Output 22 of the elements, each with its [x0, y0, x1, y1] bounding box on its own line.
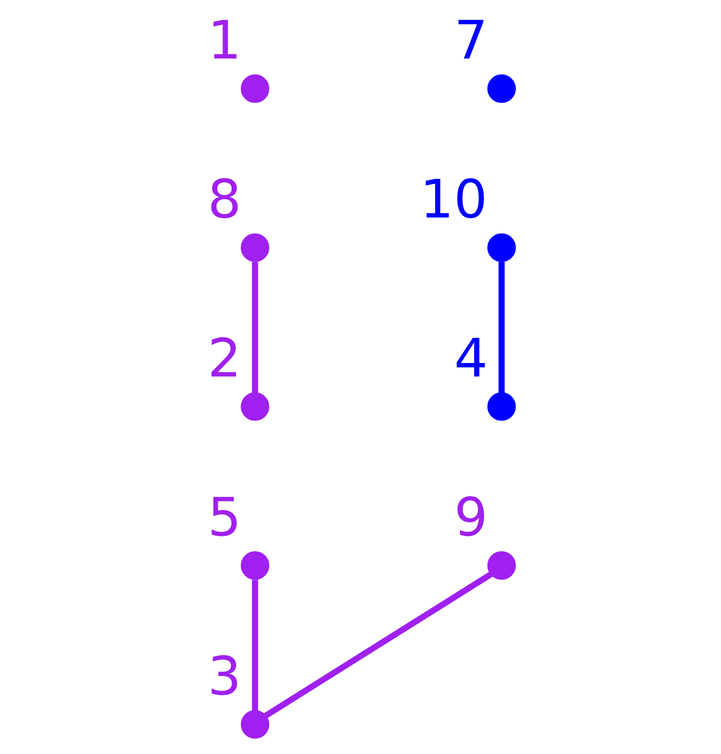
connector	[498, 262, 504, 393]
node-label: 7	[454, 10, 488, 72]
node-circle	[486, 551, 516, 580]
connector	[251, 262, 258, 393]
node-circle	[486, 392, 516, 421]
node-label: 3	[207, 646, 241, 708]
node-circle	[240, 710, 269, 739]
node-circle	[486, 233, 516, 262]
node-label: 4	[454, 328, 488, 390]
node-circle	[486, 74, 516, 103]
node-label: 5	[207, 488, 241, 549]
node-circle	[240, 392, 269, 421]
node-label: 10	[420, 170, 487, 231]
node-label: 1	[207, 10, 241, 72]
node-label: 8	[207, 170, 241, 231]
connector	[263, 572, 492, 719]
node-label: 9	[454, 488, 488, 549]
connector	[251, 580, 258, 711]
node-label: 2	[207, 328, 241, 390]
node-circle	[240, 551, 269, 580]
node-circle	[240, 233, 269, 262]
node-circle	[240, 74, 269, 103]
